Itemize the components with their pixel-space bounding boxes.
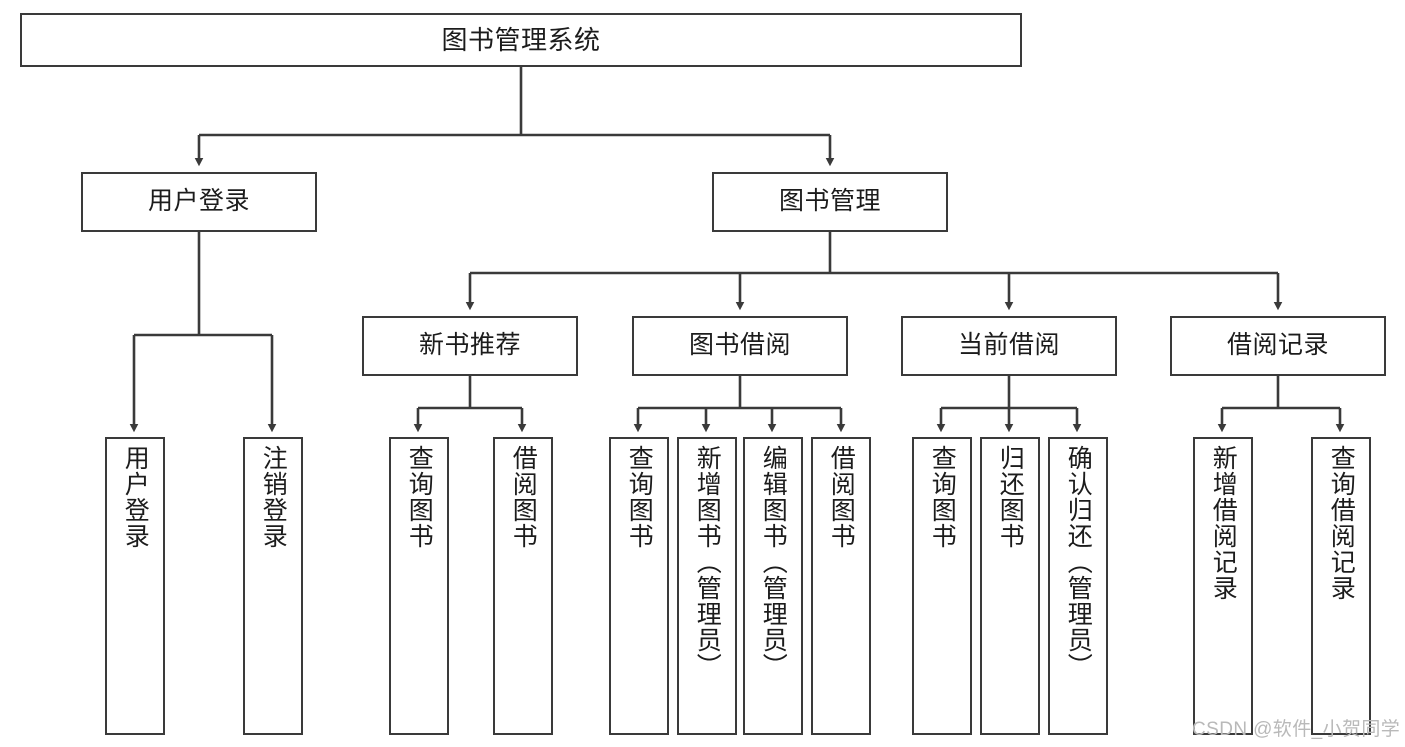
- leaf-borrow-book-1[interactable]: 借阅图书: [493, 437, 553, 735]
- node-new-book-rec[interactable]: 新书推荐: [362, 316, 578, 376]
- node-current-borrow-label: 当前借阅: [957, 331, 1060, 360]
- node-book-borrow-label: 图书借阅: [688, 331, 791, 360]
- leaf-add-record-label: 新增借阅记录: [1209, 445, 1238, 601]
- leaf-query-record-label: 查询借阅记录: [1327, 445, 1356, 601]
- node-root-label: 图书管理系统: [441, 24, 601, 55]
- leaf-return-book[interactable]: 归还图书: [980, 437, 1040, 735]
- leaf-user-login[interactable]: 用户登录: [105, 437, 165, 735]
- leaf-logout-label: 注销登录: [259, 445, 288, 549]
- node-borrow-record[interactable]: 借阅记录: [1170, 316, 1386, 376]
- leaf-logout[interactable]: 注销登录: [243, 437, 303, 735]
- leaf-edit-book[interactable]: 编辑图书（管理员）: [743, 437, 803, 735]
- leaf-borrow-book-2[interactable]: 借阅图书: [811, 437, 871, 735]
- node-user-login[interactable]: 用户登录: [81, 172, 317, 232]
- node-current-borrow[interactable]: 当前借阅: [901, 316, 1117, 376]
- leaf-add-book[interactable]: 新增图书（管理员）: [677, 437, 737, 735]
- node-book-borrow[interactable]: 图书借阅: [632, 316, 848, 376]
- node-new-book-rec-label: 新书推荐: [418, 331, 521, 360]
- leaf-query-book-2-label: 查询图书: [625, 445, 654, 549]
- leaf-add-book-label: 新增图书（管理员）: [693, 445, 722, 679]
- leaf-query-book-3[interactable]: 查询图书: [912, 437, 972, 735]
- leaf-return-book-label: 归还图书: [996, 445, 1025, 549]
- leaf-borrow-book-2-label: 借阅图书: [827, 445, 856, 549]
- leaf-edit-book-label: 编辑图书（管理员）: [759, 445, 788, 679]
- node-root[interactable]: 图书管理系统: [20, 13, 1022, 67]
- leaf-query-record[interactable]: 查询借阅记录: [1311, 437, 1371, 735]
- leaf-query-book-3-label: 查询图书: [928, 445, 957, 549]
- watermark: CSDN @软件_小贺同学: [1192, 719, 1401, 740]
- node-user-login-label: 用户登录: [147, 187, 250, 216]
- leaf-user-login-label: 用户登录: [121, 445, 150, 549]
- leaf-query-book-1[interactable]: 查询图书: [389, 437, 449, 735]
- leaf-borrow-book-1-label: 借阅图书: [509, 445, 538, 549]
- node-book-manage[interactable]: 图书管理: [712, 172, 948, 232]
- node-book-manage-label: 图书管理: [778, 187, 881, 216]
- leaf-add-record[interactable]: 新增借阅记录: [1193, 437, 1253, 735]
- leaf-confirm-return[interactable]: 确认归还（管理员）: [1048, 437, 1108, 735]
- leaf-confirm-return-label: 确认归还（管理员）: [1064, 445, 1093, 679]
- leaf-query-book-2[interactable]: 查询图书: [609, 437, 669, 735]
- node-borrow-record-label: 借阅记录: [1226, 331, 1329, 360]
- leaf-query-book-1-label: 查询图书: [405, 445, 434, 549]
